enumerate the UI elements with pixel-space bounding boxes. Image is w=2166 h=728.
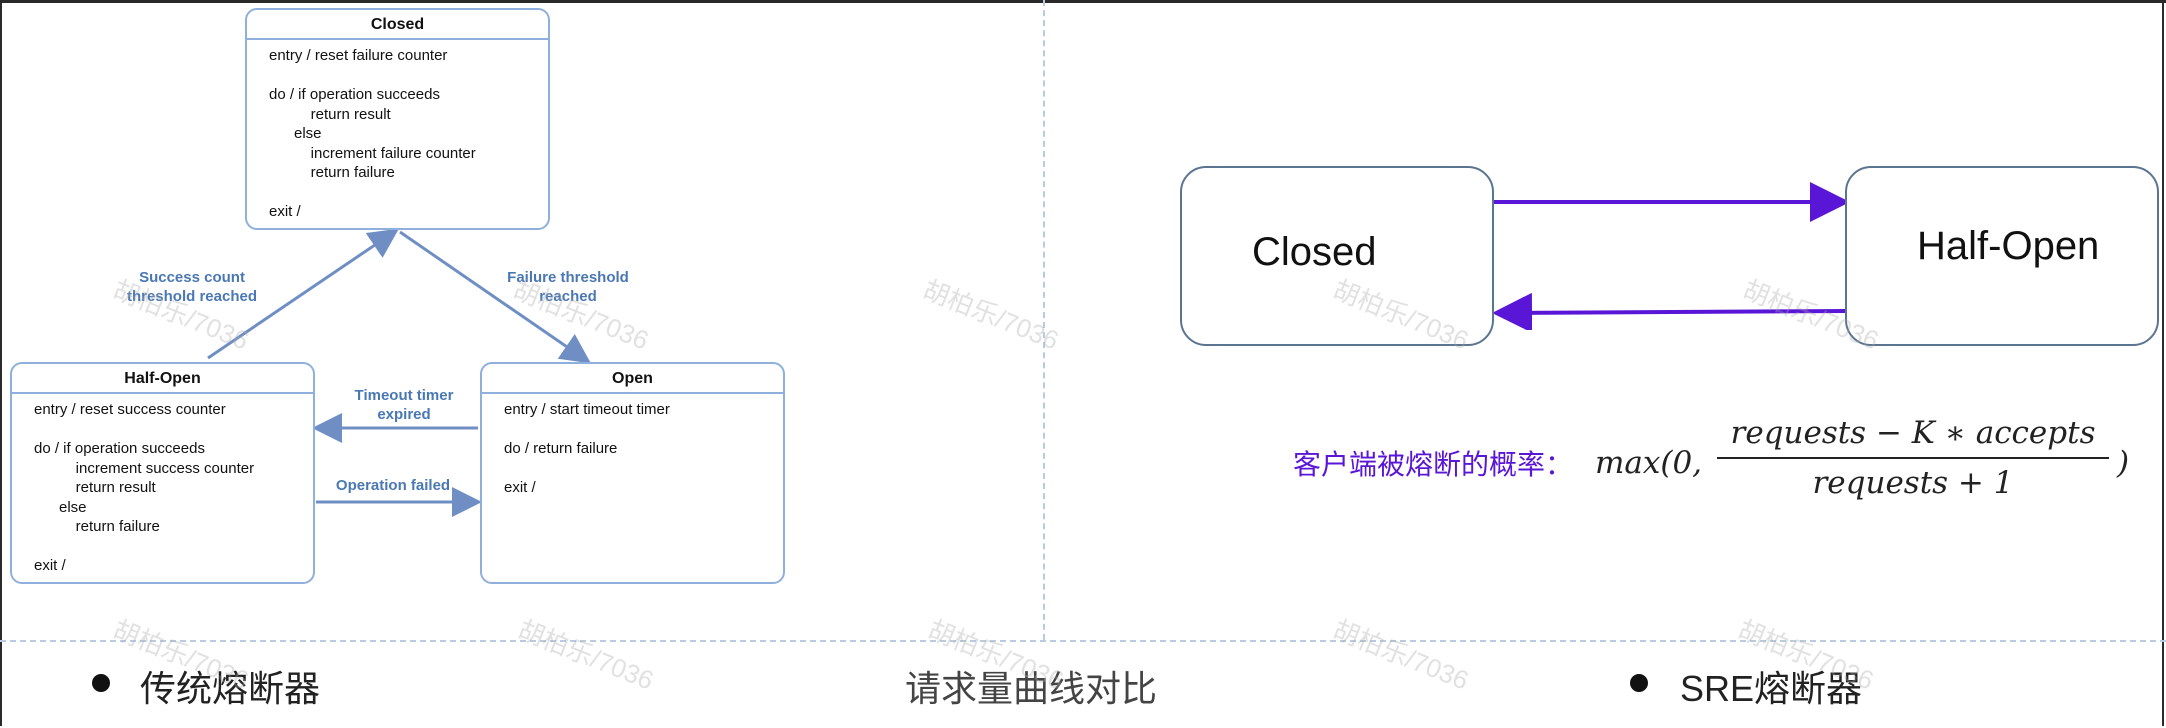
state-half-open-body: entry / reset success counter do / if op…: [34, 401, 255, 574]
arrow-halfopen-to-closed: [207, 228, 399, 360]
sre-closed-label: Closed: [1252, 230, 1377, 274]
state-half-open-title: Half-Open: [12, 364, 313, 394]
state-closed-title: Closed: [247, 10, 548, 40]
right-diagram-arrows: [1492, 182, 1850, 330]
formula-denominator: requests + 1: [1812, 465, 2014, 501]
arrow-closed-to-open: [399, 230, 591, 364]
state-closed: Closed entry / reset failure counter do …: [245, 8, 550, 230]
sre-state-closed: Closed: [1180, 166, 1494, 346]
formula-suffix: ): [2117, 445, 2130, 481]
formula-prefix: max(0,: [1595, 445, 1703, 481]
arrow-half-open-to-closed: [1492, 292, 1847, 330]
label-operation-failed: Operation failed: [335, 477, 451, 494]
state-closed-body: entry / reset failure counter do / if op…: [269, 47, 476, 220]
state-open: Open entry / start timeout timer do / re…: [480, 362, 785, 584]
bullet-left: [92, 674, 110, 692]
top-border: [0, 0, 2166, 3]
caption-sre-breaker: SRE熔断器: [1680, 668, 1863, 709]
horizontal-divider: [0, 640, 2166, 642]
fraction-bar: [1717, 457, 2109, 459]
state-open-body: entry / start timeout timer do / return …: [504, 401, 670, 496]
vertical-divider: [1043, 0, 1045, 640]
formula-label: 客户端被熔断的概率：: [1293, 449, 1574, 480]
sre-half-open-label: Half-Open: [1917, 224, 2100, 268]
left-diagram-arrows: [207, 228, 591, 517]
sre-state-half-open: Half-Open: [1845, 166, 2159, 346]
caption-traditional-breaker: 传统熔断器: [140, 668, 321, 709]
formula-fraction: requests − K ∗ accepts requests + 1: [1717, 415, 2109, 501]
formula-numerator: requests − K ∗ accepts: [1730, 415, 2096, 451]
bullet-right: [1630, 674, 1648, 692]
label-failure-threshold: Failure threshold reached: [507, 269, 629, 305]
label-timeout-expired: Timeout timer expired: [354, 387, 454, 423]
caption-request-curve: 请求量曲线对比: [905, 668, 1158, 709]
state-half-open: Half-Open entry / reset success counter …: [10, 362, 315, 584]
label-success-threshold: Success count threshold reached: [126, 269, 258, 305]
state-open-title: Open: [482, 364, 783, 394]
